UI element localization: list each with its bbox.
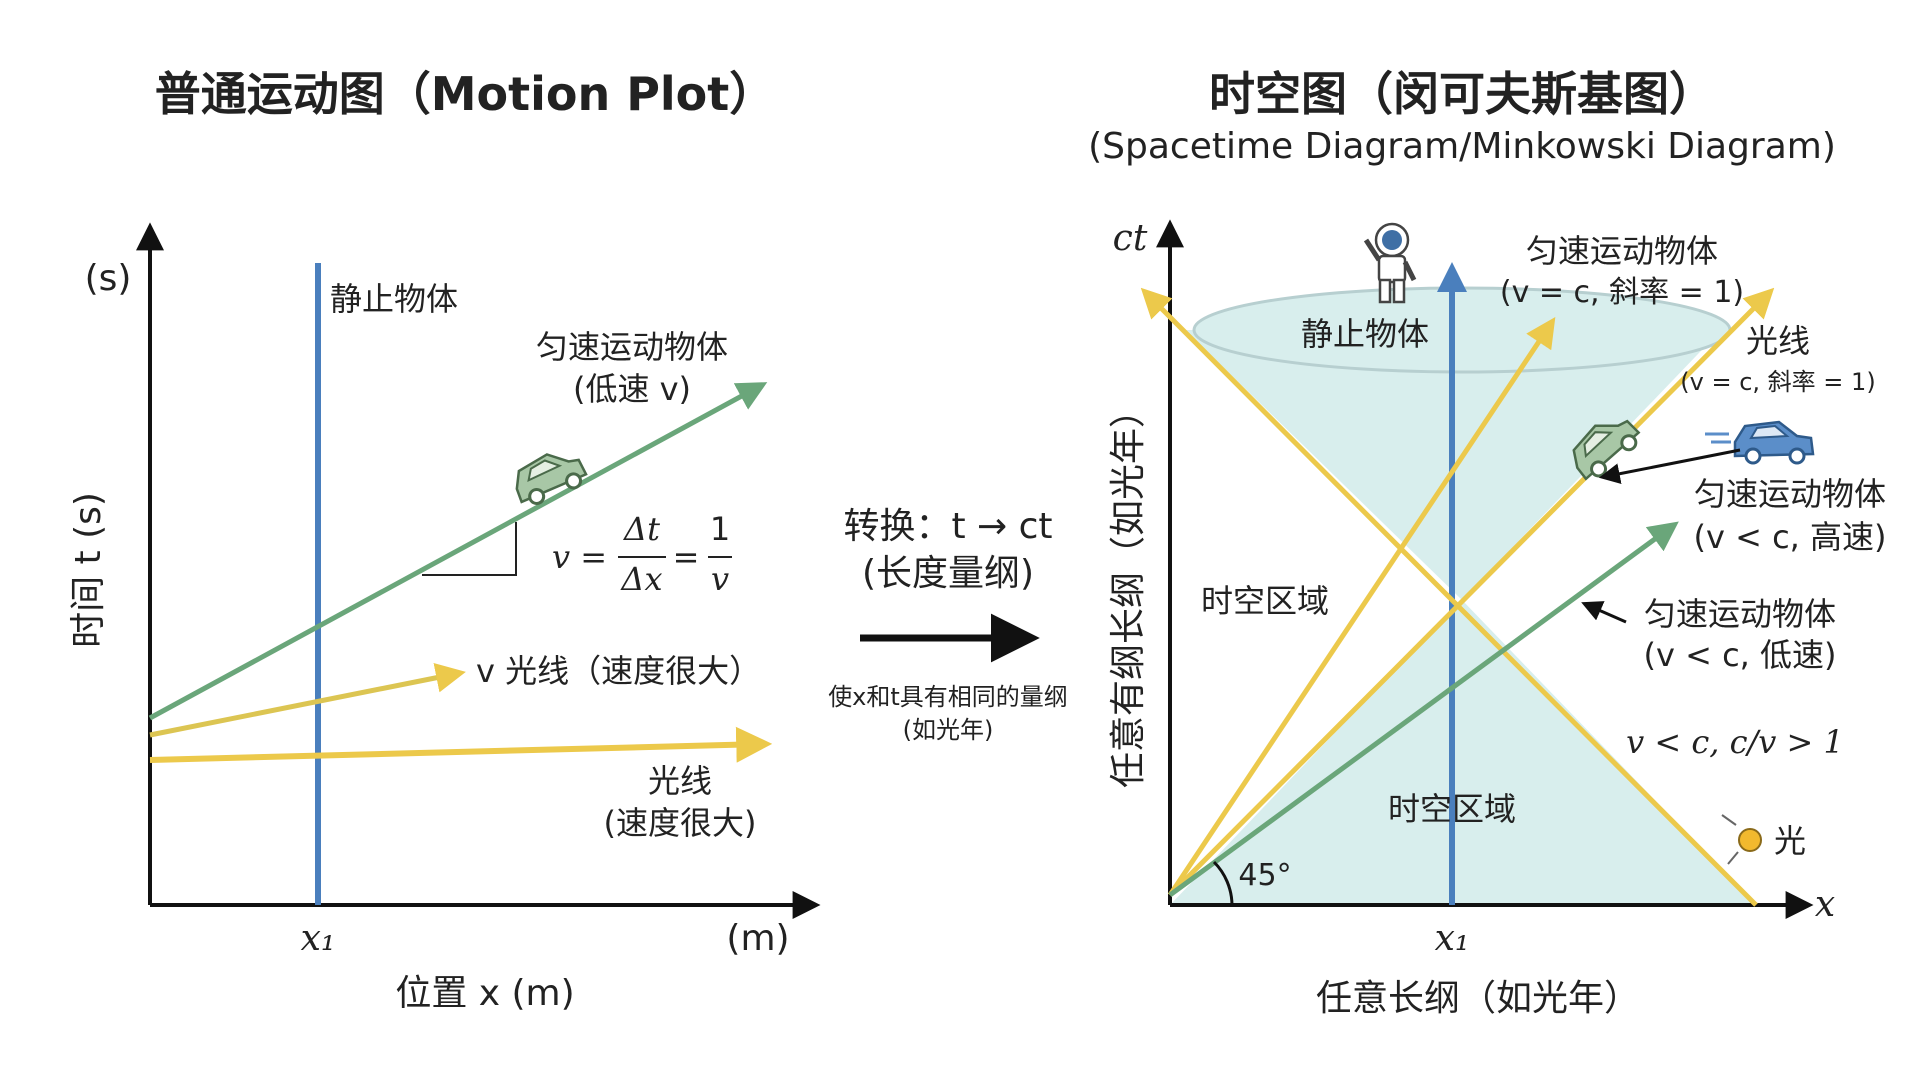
slope-triangle: [422, 522, 517, 576]
right-condition: v < c, c/v > 1: [1626, 723, 1844, 761]
left-uniform-label-1: 匀速运动物体: [536, 328, 728, 366]
left-title: 普通运动图（Motion Plot）: [155, 67, 776, 121]
right-slow-label-2: (v < c, 低速): [1643, 636, 1836, 674]
left-fast-ray: [149, 662, 466, 738]
formula-eq: =: [673, 538, 700, 576]
region-lower-label: 时空区域: [1388, 790, 1516, 828]
formula-dx: Δx: [619, 560, 662, 598]
right-uniform-c-label-2: (v = c, 斜率 = 1): [1500, 275, 1744, 310]
right-light-label-2: (v = c, 斜率 = 1): [1680, 368, 1875, 396]
right-slow-worldline: [1168, 521, 1679, 898]
right-y-axis-top: ct: [1113, 218, 1148, 259]
photon-trail-1: [1721, 814, 1737, 826]
left-x-axis-label: 位置 x (m): [395, 973, 574, 1014]
left-uniform-worldline: [148, 382, 768, 721]
angle-arc: [1212, 860, 1234, 906]
left-light-label-1: 光线: [648, 762, 712, 800]
right-x1-label: x₁: [1435, 918, 1470, 959]
left-rest-label: 静止物体: [330, 280, 458, 318]
formula-v: v =: [552, 538, 607, 576]
left-light-label-2: (速度很大): [604, 804, 757, 842]
right-light-label-1: 光线: [1746, 322, 1810, 360]
slow-pointer-arrow: [1581, 601, 1627, 624]
left-uniform-label-2: (低速 v): [573, 370, 691, 408]
left-x1-label: x₁: [301, 918, 336, 959]
convert-note-2: (如光年): [903, 716, 994, 744]
left-x-unit: (m): [726, 918, 789, 959]
right-x-axis-end: x: [1815, 884, 1835, 925]
right-uniform-c-line: [1167, 317, 1556, 897]
photon-trail-2: [1727, 851, 1739, 865]
left-y-axis-label: 时间 t (s): [68, 492, 109, 648]
car-icon: [515, 453, 588, 505]
right-light-line-right: [1168, 287, 1775, 897]
convert-note-1: 使x和t具有相同的量纲: [828, 683, 1068, 711]
dimension-label: (长度量纲): [862, 553, 1034, 594]
photon-label: 光: [1774, 822, 1806, 860]
convert-label: 转换：t → ct: [843, 506, 1052, 547]
right-fast-label-1: 匀速运动物体: [1694, 475, 1886, 513]
right-title: 时空图（闵可夫斯基图）: [1209, 67, 1715, 121]
right-y-axis-label: 任意有纲长纲（如光年）: [1108, 392, 1149, 788]
formula-dt: Δt: [622, 510, 660, 548]
astronaut-icon: [1363, 222, 1417, 304]
right-x-axis-label: 任意长纲（如光年）: [1316, 978, 1640, 1019]
right-light-line-left: [1140, 287, 1758, 907]
formula-one: 1: [710, 510, 730, 548]
light-cone-lower: [1170, 600, 1756, 905]
angle-label: 45°: [1238, 858, 1291, 893]
cone-car-icon: [1572, 419, 1641, 481]
right-slow-label-1: 匀速运动物体: [1644, 595, 1836, 633]
left-light-ray: [149, 726, 773, 763]
right-fast-label-2: (v < c, 高速): [1693, 518, 1886, 556]
right-rest-label: 静止物体: [1301, 315, 1429, 353]
right-subtitle: (Spacetime Diagram/Minkowski Diagram): [1088, 126, 1836, 167]
region-upper-label: 时空区域: [1201, 582, 1329, 620]
blue-car-icon: [1705, 420, 1815, 465]
photon-icon: [1738, 828, 1762, 852]
left-y-unit: (s): [85, 258, 132, 299]
left-fast-label: v 光线（速度很大）: [476, 652, 761, 690]
fast-pointer-arrow: [1598, 448, 1741, 485]
formula-vv: v: [711, 560, 729, 598]
right-uniform-c-label-1: 匀速运动物体: [1526, 232, 1718, 270]
